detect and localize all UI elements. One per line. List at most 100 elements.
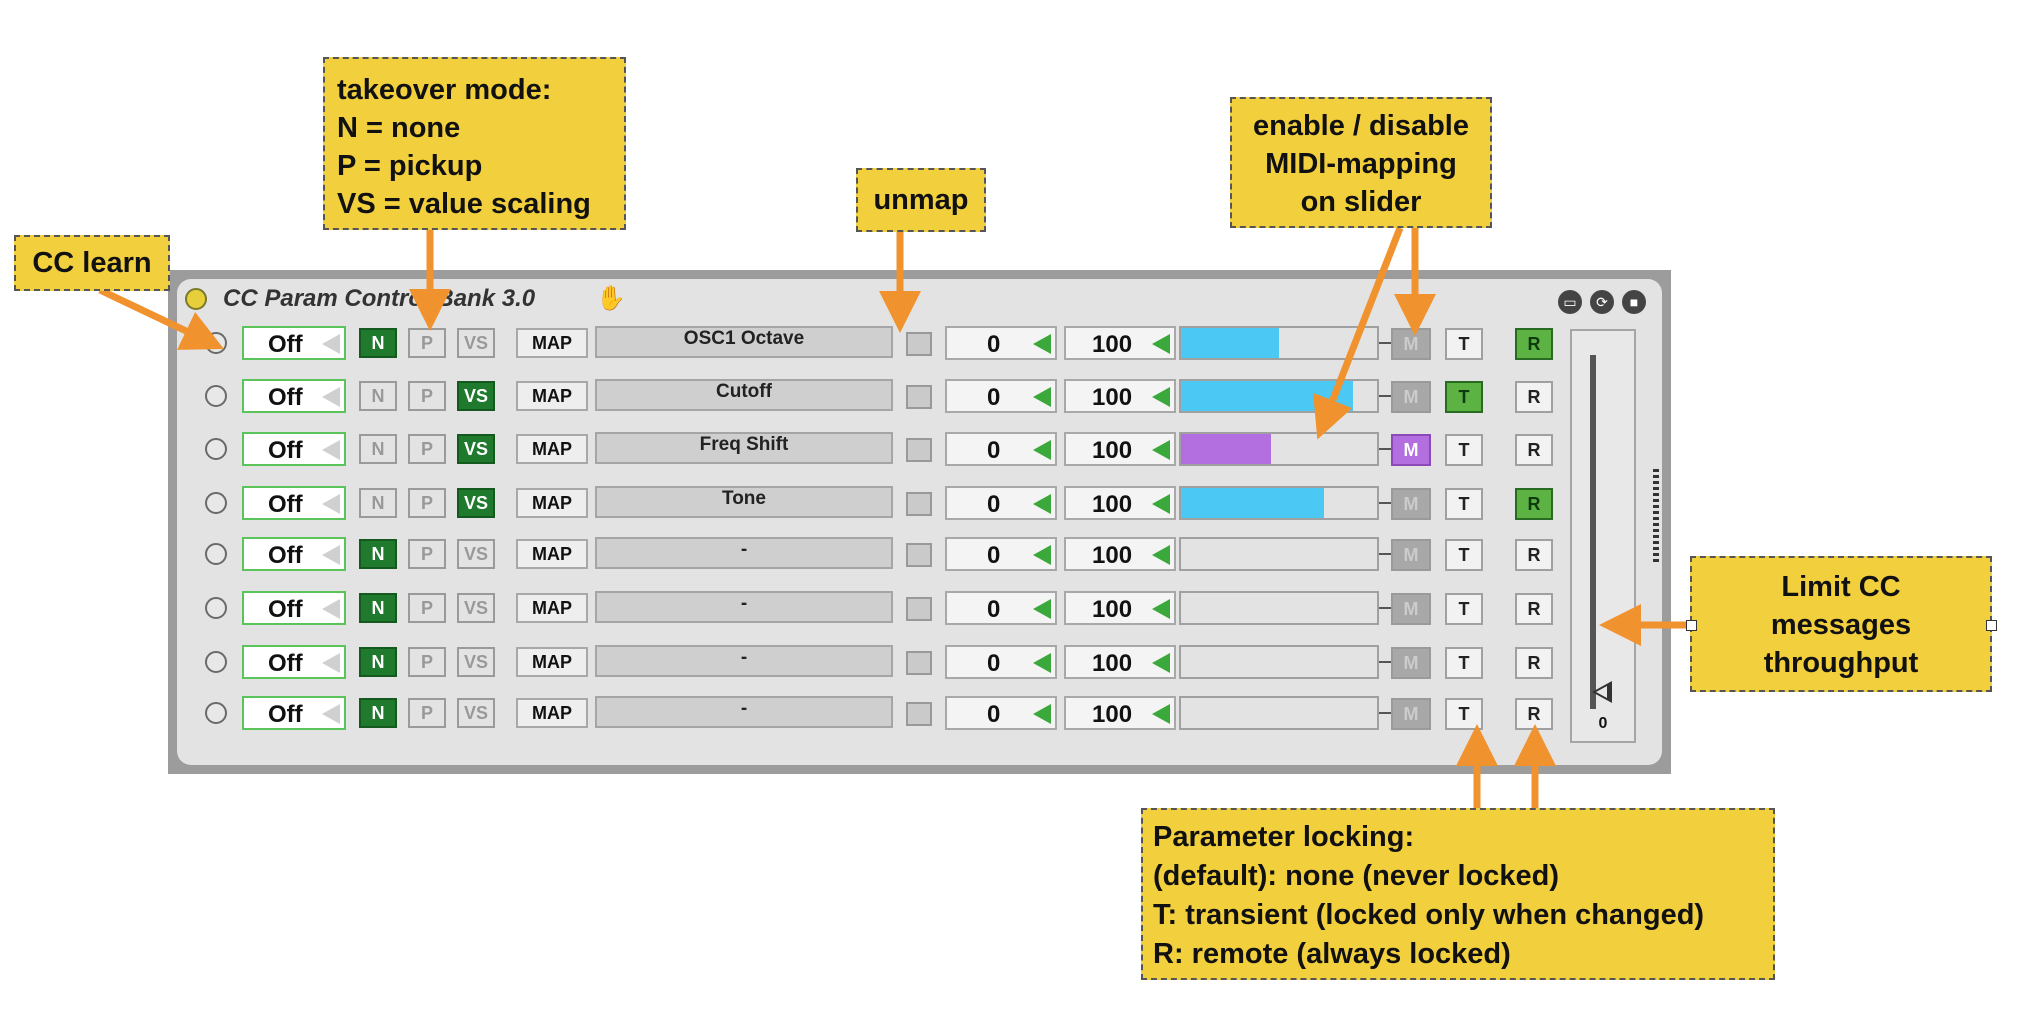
min-value-box[interactable]: 0 <box>945 537 1057 571</box>
takeover-n-button[interactable]: N <box>359 488 397 518</box>
takeover-vs-button[interactable]: VS <box>457 698 495 728</box>
takeover-vs-button[interactable]: VS <box>457 381 495 411</box>
max-value-box[interactable]: 100 <box>1064 486 1176 520</box>
cc-learn-button[interactable] <box>205 438 227 460</box>
cc-mode-select[interactable]: Off <box>242 432 346 466</box>
takeover-n-button[interactable]: N <box>359 698 397 728</box>
resize-grip[interactable] <box>1653 469 1659 565</box>
unmap-button[interactable] <box>906 492 932 516</box>
lock-remote-button[interactable]: R <box>1515 328 1553 360</box>
map-button[interactable]: MAP <box>516 434 588 464</box>
takeover-vs-button[interactable]: VS <box>457 539 495 569</box>
cc-mode-select[interactable]: Off <box>242 537 346 571</box>
takeover-p-button[interactable]: P <box>408 434 446 464</box>
takeover-p-button[interactable]: P <box>408 381 446 411</box>
unmap-button[interactable] <box>906 543 932 567</box>
takeover-vs-button[interactable]: VS <box>457 328 495 358</box>
max-value-box[interactable]: 100 <box>1064 379 1176 413</box>
lock-transient-button[interactable]: T <box>1445 593 1483 625</box>
unmap-button[interactable] <box>906 651 932 675</box>
map-button[interactable]: MAP <box>516 328 588 358</box>
lock-transient-button[interactable]: T <box>1445 539 1483 571</box>
max-value-box[interactable]: 100 <box>1064 432 1176 466</box>
midi-map-toggle[interactable]: M <box>1391 381 1431 413</box>
min-value-box[interactable]: 0 <box>945 645 1057 679</box>
takeover-p-button[interactable]: P <box>408 488 446 518</box>
max-value-box[interactable]: 100 <box>1064 696 1176 730</box>
takeover-vs-button[interactable]: VS <box>457 488 495 518</box>
min-value-box[interactable]: 0 <box>945 379 1057 413</box>
cc-learn-button[interactable] <box>205 702 227 724</box>
map-button[interactable]: MAP <box>516 488 588 518</box>
lock-transient-button[interactable]: T <box>1445 488 1483 520</box>
unmap-button[interactable] <box>906 702 932 726</box>
param-slider[interactable] <box>1179 486 1379 520</box>
cc-mode-select[interactable]: Off <box>242 326 346 360</box>
cc-mode-select[interactable]: Off <box>242 696 346 730</box>
midi-map-toggle[interactable]: M <box>1391 647 1431 679</box>
map-button[interactable]: MAP <box>516 698 588 728</box>
window-icon[interactable]: ▭ <box>1558 290 1582 314</box>
takeover-vs-button[interactable]: VS <box>457 434 495 464</box>
lock-remote-button[interactable]: R <box>1515 539 1553 571</box>
lock-remote-button[interactable]: R <box>1515 381 1553 413</box>
takeover-n-button[interactable]: N <box>359 328 397 358</box>
param-slider[interactable] <box>1179 645 1379 679</box>
map-button[interactable]: MAP <box>516 593 588 623</box>
throughput-limit-slider[interactable]: 0 <box>1570 329 1636 743</box>
power-icon[interactable] <box>185 288 207 310</box>
max-value-box[interactable]: 100 <box>1064 645 1176 679</box>
takeover-n-button[interactable]: N <box>359 539 397 569</box>
cc-mode-select[interactable]: Off <box>242 591 346 625</box>
cc-learn-button[interactable] <box>205 385 227 407</box>
takeover-p-button[interactable]: P <box>408 647 446 677</box>
unmap-button[interactable] <box>906 332 932 356</box>
cc-learn-button[interactable] <box>205 651 227 673</box>
max-value-box[interactable]: 100 <box>1064 537 1176 571</box>
lock-remote-button[interactable]: R <box>1515 593 1553 625</box>
midi-map-toggle[interactable]: M <box>1391 488 1431 520</box>
unmap-button[interactable] <box>906 597 932 621</box>
min-value-box[interactable]: 0 <box>945 591 1057 625</box>
cc-mode-select[interactable]: Off <box>242 486 346 520</box>
cc-mode-select[interactable]: Off <box>242 645 346 679</box>
takeover-n-button[interactable]: N <box>359 381 397 411</box>
cc-learn-button[interactable] <box>205 492 227 514</box>
midi-map-toggle[interactable]: M <box>1391 593 1431 625</box>
min-value-box[interactable]: 0 <box>945 486 1057 520</box>
param-slider[interactable] <box>1179 326 1379 360</box>
midi-map-toggle[interactable]: M <box>1391 698 1431 730</box>
lock-transient-button[interactable]: T <box>1445 647 1483 679</box>
map-button[interactable]: MAP <box>516 539 588 569</box>
takeover-vs-button[interactable]: VS <box>457 647 495 677</box>
max-value-box[interactable]: 100 <box>1064 591 1176 625</box>
param-slider[interactable] <box>1179 537 1379 571</box>
cc-learn-button[interactable] <box>205 543 227 565</box>
lock-remote-button[interactable]: R <box>1515 647 1553 679</box>
param-slider[interactable] <box>1179 432 1379 466</box>
param-slider[interactable] <box>1179 696 1379 730</box>
lock-transient-button[interactable]: T <box>1445 434 1483 466</box>
unmap-button[interactable] <box>906 385 932 409</box>
takeover-p-button[interactable]: P <box>408 698 446 728</box>
unmap-button[interactable] <box>906 438 932 462</box>
lock-transient-button[interactable]: T <box>1445 328 1483 360</box>
lock-transient-button[interactable]: T <box>1445 381 1483 413</box>
midi-map-toggle[interactable]: M <box>1391 539 1431 571</box>
cc-mode-select[interactable]: Off <box>242 379 346 413</box>
max-value-box[interactable]: 100 <box>1064 326 1176 360</box>
takeover-p-button[interactable]: P <box>408 593 446 623</box>
takeover-n-button[interactable]: N <box>359 593 397 623</box>
min-value-box[interactable]: 0 <box>945 696 1057 730</box>
refresh-icon[interactable]: ⟳ <box>1590 290 1614 314</box>
takeover-p-button[interactable]: P <box>408 539 446 569</box>
map-button[interactable]: MAP <box>516 647 588 677</box>
save-icon[interactable]: ■ <box>1622 290 1646 314</box>
takeover-n-button[interactable]: N <box>359 434 397 464</box>
takeover-vs-button[interactable]: VS <box>457 593 495 623</box>
param-slider[interactable] <box>1179 591 1379 625</box>
cc-learn-button[interactable] <box>205 597 227 619</box>
min-value-box[interactable]: 0 <box>945 432 1057 466</box>
midi-map-toggle[interactable]: M <box>1391 434 1431 466</box>
takeover-n-button[interactable]: N <box>359 647 397 677</box>
